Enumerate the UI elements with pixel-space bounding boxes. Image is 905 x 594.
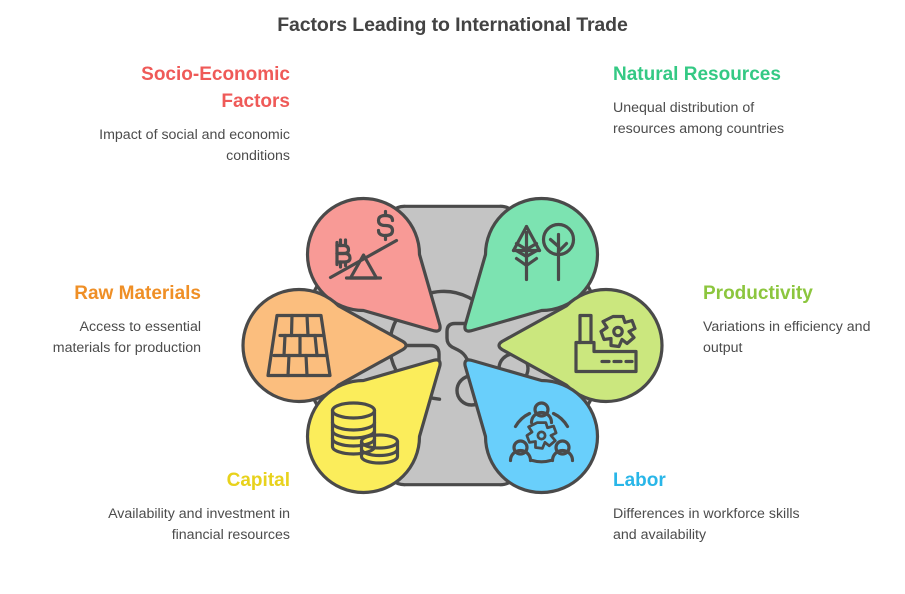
factor-description-socio-economic: Impact of social and economic conditions [99, 126, 290, 164]
factor-heading-labor: Labor [613, 470, 666, 491]
team-gear-icon [508, 401, 575, 464]
factor-description-natural-resources: Unequal distribution of resources among … [613, 99, 785, 137]
factor-block-capital: Capital Availability and investment in f… [88, 468, 290, 546]
factor-heading-capital: Capital [226, 470, 290, 491]
factor-description-capital: Availability and investment in financial… [108, 505, 290, 543]
factor-block-natural-resources: Natural Resources Unequal distribution o… [613, 62, 813, 140]
page-title: Factors Leading to International Trade [277, 14, 628, 36]
factor-heading-natural-resources: Natural Resources [613, 64, 781, 85]
factor-heading-productivity: Productivity [703, 283, 813, 304]
balance-scale-bitcoin-dollar-icon [328, 209, 399, 280]
factor-description-labor: Differences in workforce skills and avai… [613, 505, 800, 543]
stacked-coins-icon [330, 401, 400, 465]
factor-description-raw-materials: Access to essential materials for produc… [52, 318, 201, 356]
factor-description-productivity: Variations in efficiency and output [703, 318, 871, 356]
factor-block-raw-materials: Raw Materials Access to essential materi… [20, 281, 201, 359]
factor-block-productivity: Productivity Variations in efficiency an… [703, 281, 888, 359]
hub-and-spoke-diagram [225, 118, 680, 573]
factor-block-socio-economic: Socio-Economic Factors Impact of social … [90, 62, 290, 167]
brick-wall-icon [266, 313, 332, 378]
factor-block-labor: Labor Differences in workforce skills an… [613, 468, 813, 546]
factor-heading-socio-economic: Socio-Economic Factors [141, 64, 290, 112]
factory-gear-icon [574, 313, 638, 374]
trees-icon [511, 222, 576, 282]
factor-heading-raw-materials: Raw Materials [74, 283, 201, 304]
